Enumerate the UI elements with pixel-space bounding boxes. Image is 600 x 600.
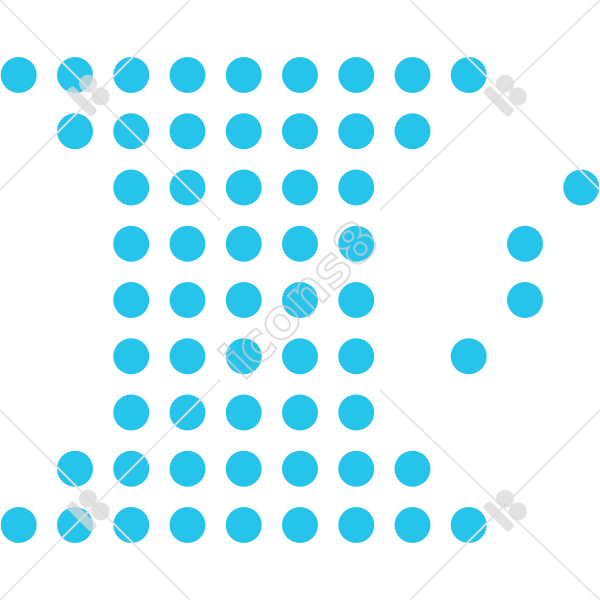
dot bbox=[169, 113, 206, 150]
dot bbox=[225, 113, 262, 150]
dot bbox=[225, 225, 262, 262]
dot bbox=[113, 225, 150, 262]
dot bbox=[450, 507, 487, 543]
dot bbox=[113, 113, 150, 150]
dot bbox=[169, 338, 206, 375]
dot bbox=[0, 57, 37, 93]
dot bbox=[282, 169, 318, 206]
dot bbox=[225, 394, 262, 431]
dot bbox=[113, 450, 150, 487]
dot bbox=[113, 282, 150, 318]
dot bbox=[563, 169, 600, 206]
dot bbox=[169, 507, 206, 543]
dot bbox=[394, 57, 431, 93]
dot bbox=[394, 507, 431, 543]
dot bbox=[450, 338, 487, 375]
dot bbox=[338, 113, 375, 150]
dot bbox=[338, 394, 375, 431]
dot bbox=[394, 450, 431, 487]
dot bbox=[169, 394, 206, 431]
dot bbox=[282, 338, 318, 375]
dot bbox=[338, 57, 375, 93]
dot bbox=[113, 338, 150, 375]
dot bbox=[57, 450, 93, 487]
dot bbox=[113, 507, 150, 543]
dot bbox=[338, 450, 375, 487]
dot bbox=[169, 169, 206, 206]
dot bbox=[169, 282, 206, 318]
dot bbox=[450, 57, 487, 93]
dot bbox=[338, 507, 375, 543]
dot bbox=[0, 507, 37, 543]
dot bbox=[282, 113, 318, 150]
dot bbox=[282, 507, 318, 543]
dot bbox=[225, 169, 262, 206]
dot bbox=[282, 450, 318, 487]
dot bbox=[113, 57, 150, 93]
dot bbox=[225, 338, 262, 375]
dot bbox=[169, 450, 206, 487]
dot bbox=[282, 57, 318, 93]
dot bbox=[338, 169, 375, 206]
dot bbox=[57, 507, 93, 543]
dot bbox=[225, 507, 262, 543]
dot bbox=[169, 57, 206, 93]
dot bbox=[113, 169, 150, 206]
dot bbox=[225, 450, 262, 487]
dot bbox=[225, 57, 262, 93]
dot bbox=[507, 225, 543, 262]
dot bbox=[113, 394, 150, 431]
dot bbox=[338, 282, 375, 318]
dot bbox=[338, 225, 375, 262]
dot bbox=[338, 338, 375, 375]
dot bbox=[57, 113, 93, 150]
dot bbox=[282, 225, 318, 262]
dot bbox=[225, 282, 262, 318]
dot bbox=[169, 225, 206, 262]
dot bbox=[507, 282, 543, 318]
dot bbox=[282, 282, 318, 318]
dot bbox=[282, 394, 318, 431]
dot bbox=[57, 57, 93, 93]
dot bbox=[394, 113, 431, 150]
